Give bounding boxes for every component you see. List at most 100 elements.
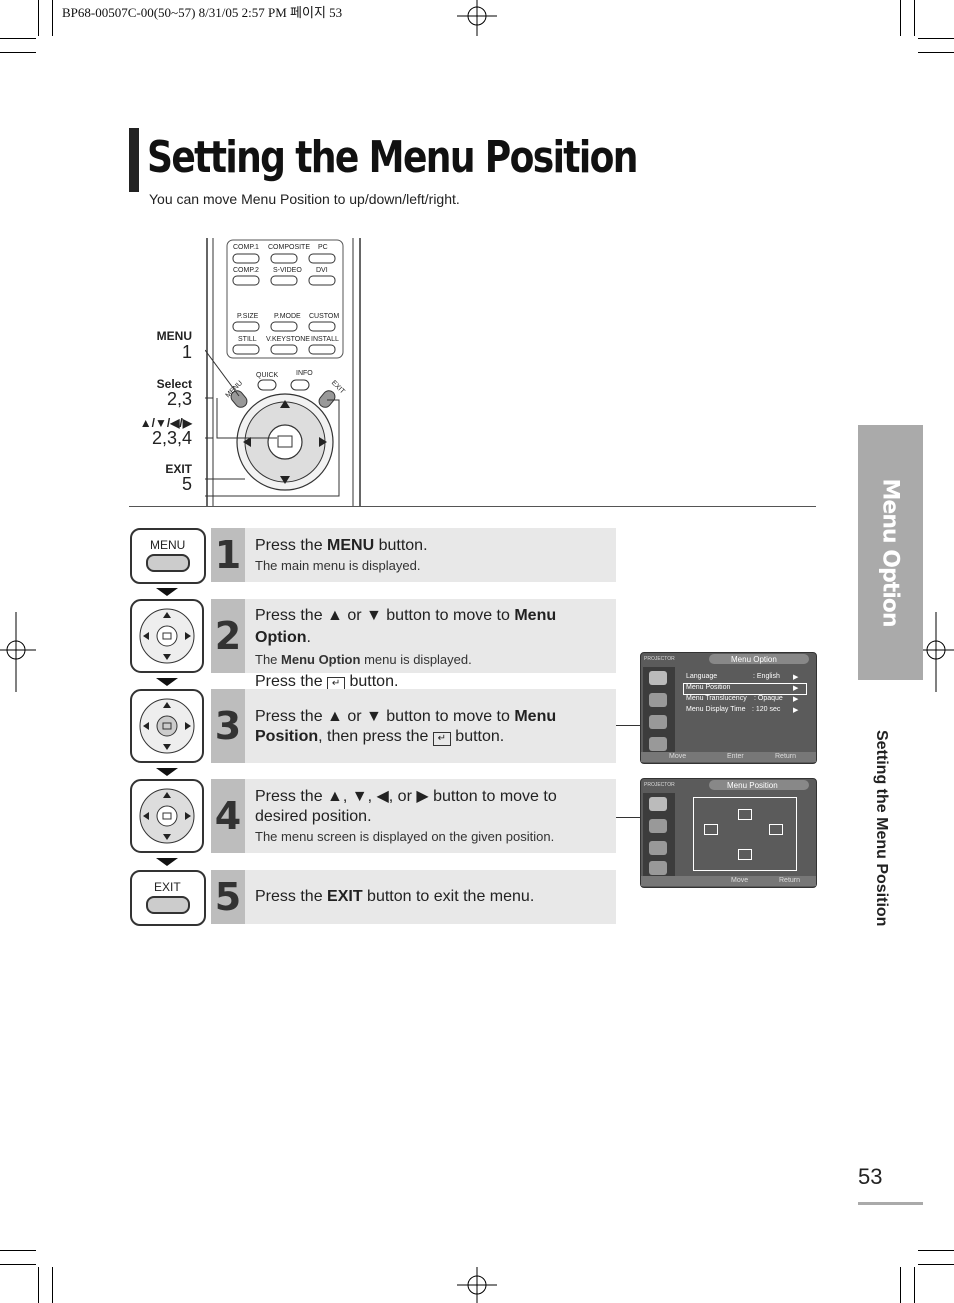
osd-footer-move: Move [731, 877, 749, 884]
step-text: desired position. [255, 808, 372, 825]
step-subtext: The main menu is displayed. [255, 558, 421, 573]
osd-setup-icon [649, 715, 667, 729]
step-text: Press the [255, 673, 328, 690]
registration-mark-icon [918, 612, 954, 692]
step-text: button. [345, 673, 399, 690]
crop-mark [52, 0, 53, 36]
step-text: button to exit the menu. [362, 888, 535, 905]
title-accent-bar [129, 128, 139, 192]
step-text: . [306, 629, 311, 646]
osd-item-translucency: Menu Translucency [686, 695, 747, 702]
step-text: button. [374, 537, 428, 554]
crop-mark [918, 52, 954, 53]
remote-button-label: DVI [316, 267, 328, 274]
step-text-bold: Menu Option [255, 607, 557, 646]
osd-menu-position-screen: PROJECTOR Menu Position Move Return [640, 778, 817, 888]
step-number: 5 [211, 870, 245, 924]
page-title: Setting the Menu Position [147, 132, 638, 183]
callout-exit-label: EXIT [165, 462, 192, 476]
osd-brand: PROJECTOR [644, 656, 675, 662]
step-text: Press the ▲ or ▼ button to move to [255, 607, 515, 624]
down-arrow-icon [156, 768, 178, 776]
down-arrow-icon [156, 678, 178, 686]
osd-option-icon [649, 737, 667, 751]
step-text-bold: EXIT [327, 888, 363, 905]
position-left-icon [704, 824, 718, 835]
remote-button-label: P.SIZE [237, 313, 259, 320]
dpad-icon [130, 689, 204, 763]
remote-quick-label: QUICK [256, 372, 279, 379]
osd-item-display-time: Menu Display Time [686, 706, 746, 713]
osd-title: Menu Position [727, 781, 778, 790]
callout-select-steps: 2,3 [166, 389, 192, 409]
step-text: button. [450, 728, 505, 745]
crop-mark [0, 1250, 36, 1251]
position-up-icon [738, 809, 752, 820]
osd-item-value: : Opaque [754, 695, 783, 702]
remote-button-label: S-VIDEO [273, 267, 302, 274]
crop-mark [900, 0, 901, 36]
step-subtext: menu is displayed. [360, 652, 472, 667]
remote-button-label: V.KEYSTONE [266, 336, 310, 343]
crop-mark [914, 0, 915, 36]
page-subtitle: You can move Menu Position to up/down/le… [149, 191, 460, 207]
callout-select-label: Select [156, 377, 192, 391]
enter-icon: ↵ [432, 732, 451, 746]
down-arrow-icon [156, 588, 178, 596]
position-down-icon [738, 849, 752, 860]
remote-control-illustration [205, 238, 361, 506]
osd-footer-return: Return [775, 753, 797, 760]
step-1: 1 Press the MENU button. The main menu i… [211, 528, 616, 582]
osd-sound-icon [649, 693, 667, 707]
crop-mark [38, 0, 39, 36]
step-number: 1 [211, 528, 245, 582]
osd-title: Menu Option [731, 655, 777, 664]
step-4: 4 Press the ▲, ▼, ◀, or ▶ button to move… [211, 779, 616, 853]
section-divider [129, 506, 816, 507]
osd-sound-icon [649, 819, 667, 833]
exit-button-label: EXIT [154, 880, 181, 894]
section-subtitle: Setting the Menu Position [873, 730, 890, 927]
step-5: 5 Press the EXIT button to exit the menu… [211, 870, 616, 924]
registration-mark-icon [457, 0, 497, 36]
remote-button-label: CUSTOM [309, 313, 340, 320]
page-number-underline [858, 1202, 923, 1205]
crop-mark [900, 1267, 901, 1303]
crop-mark [918, 1264, 954, 1265]
crop-mark [0, 52, 36, 53]
step-text-bold: Menu [514, 708, 557, 725]
osd-picture-icon [649, 671, 667, 685]
remote-button-label: P.MODE [274, 313, 301, 320]
section-tab: Menu Option [858, 425, 923, 680]
step-text: Press the ▲, ▼, ◀, or ▶ button to move t… [255, 788, 557, 805]
dpad-icon [130, 599, 204, 673]
section-tab-label: Menu Option [878, 478, 903, 627]
osd-item-menu-position: Menu Position [686, 684, 731, 691]
osd-setup-icon [649, 841, 667, 855]
step-text: , then press the [318, 728, 433, 745]
osd-option-icon [649, 861, 667, 875]
print-header: BP68-00507C-00(50~57) 8/31/05 2:57 PM 페이… [62, 5, 343, 20]
step-text: Press the [255, 537, 328, 554]
registration-mark-icon [457, 1267, 497, 1303]
callout-arrows-label: ▲/▼/◀/▶ [139, 416, 192, 430]
osd-footer-move: Move [669, 753, 687, 760]
callout-menu-steps: 1 [181, 342, 192, 362]
crop-mark [918, 38, 954, 39]
osd-footer-enter: Enter [727, 753, 744, 760]
remote-button-label: COMP.2 [233, 267, 259, 274]
exit-button-icon: EXIT [130, 870, 206, 926]
step-number: 3 [211, 689, 245, 763]
step-number: 4 [211, 779, 245, 853]
osd-item-value: : English [753, 673, 780, 680]
step-number: 2 [211, 599, 245, 673]
position-right-icon [769, 824, 783, 835]
osd-item-value: : 120 sec [752, 706, 781, 713]
registration-mark-icon [0, 612, 36, 692]
page-number: 53 [858, 1164, 883, 1189]
crop-mark [918, 1250, 954, 1251]
menu-button-icon: MENU [130, 528, 206, 584]
osd-item-language: Language [686, 673, 718, 680]
step-text-bold: Position [255, 728, 319, 745]
callout-exit-steps: 5 [181, 474, 192, 494]
